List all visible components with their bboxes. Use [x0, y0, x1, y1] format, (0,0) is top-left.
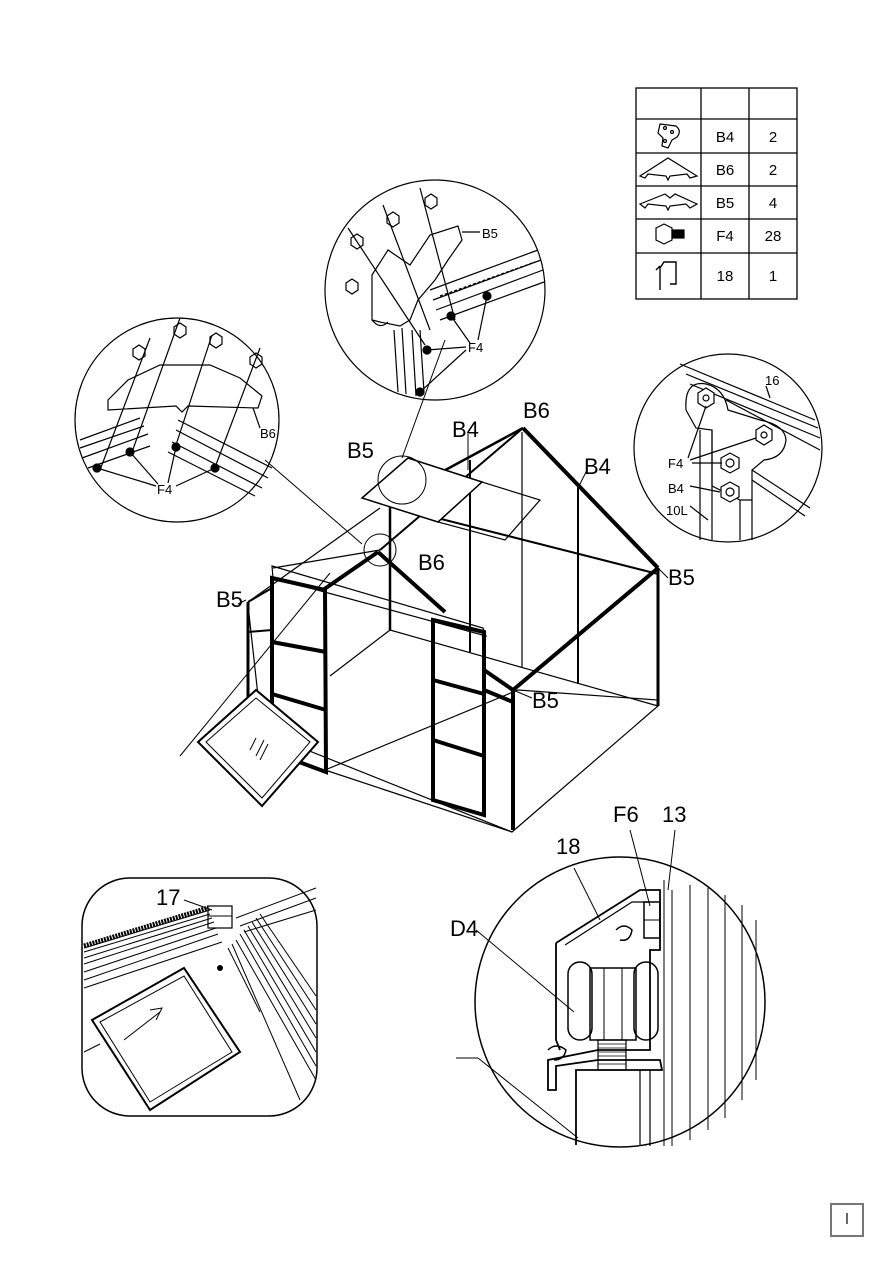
- label-17: 17: [156, 885, 180, 910]
- left-circle-b6-label: B6: [260, 426, 276, 441]
- part-code-b6: B6: [716, 162, 734, 179]
- right-circle-10l-label: 10L: [666, 503, 688, 518]
- b6-plate-icon: [638, 157, 699, 182]
- part-qty-b5: 4: [769, 195, 777, 212]
- label-d4: D4: [450, 916, 478, 941]
- label-f6: F6: [613, 802, 639, 827]
- left-circle-f4-label: F4: [157, 482, 172, 497]
- parts-table: [635, 87, 798, 300]
- part-code-18: 18: [717, 268, 734, 285]
- label-b6-top: B6: [523, 398, 550, 423]
- b4-plate-icon: [657, 123, 680, 149]
- part-qty-b6: 2: [769, 162, 777, 179]
- right-circle-b4-label: B4: [668, 481, 684, 496]
- label-b5-roof: B5: [347, 438, 374, 463]
- right-circle-f4-label: F4: [668, 456, 683, 471]
- top-circle-b5-label: B5: [482, 226, 498, 241]
- greenhouse-frame: [179, 339, 669, 833]
- label-b6-center: B6: [418, 550, 445, 575]
- part-qty-18: 1: [769, 268, 777, 285]
- part-code-b4: B4: [716, 129, 734, 146]
- label-b4-right: B4: [584, 454, 611, 479]
- label-18: 18: [556, 834, 580, 859]
- label-b5-left: B5: [216, 587, 243, 612]
- profile-icon: [655, 261, 677, 290]
- right-detail-circle: [633, 353, 823, 543]
- part-code-b5: B5: [716, 195, 734, 212]
- label-13: 13: [662, 802, 686, 827]
- label-b5-right: B5: [668, 565, 695, 590]
- bottom-left-detail: [81, 877, 318, 1117]
- left-detail-circle: [74, 317, 280, 523]
- parts-table-text: B4 2 B6 2 B5 4 F4 28 18 1: [716, 129, 782, 285]
- b5-plate-icon: [638, 193, 699, 212]
- label-b4-left: B4: [452, 417, 479, 442]
- label-b5-bottom: B5: [532, 688, 559, 713]
- top-detail-circle: [324, 179, 546, 401]
- part-qty-b4: 2: [769, 129, 777, 146]
- bolt-icon: [655, 223, 685, 245]
- page-number-badge: I: [830, 1203, 864, 1237]
- part-code-f4: F4: [716, 228, 734, 245]
- bottom-right-detail: [456, 829, 766, 1148]
- top-circle-f4-label: F4: [468, 340, 483, 355]
- right-circle-16-label: 16: [765, 373, 779, 388]
- part-qty-f4: 28: [765, 228, 782, 245]
